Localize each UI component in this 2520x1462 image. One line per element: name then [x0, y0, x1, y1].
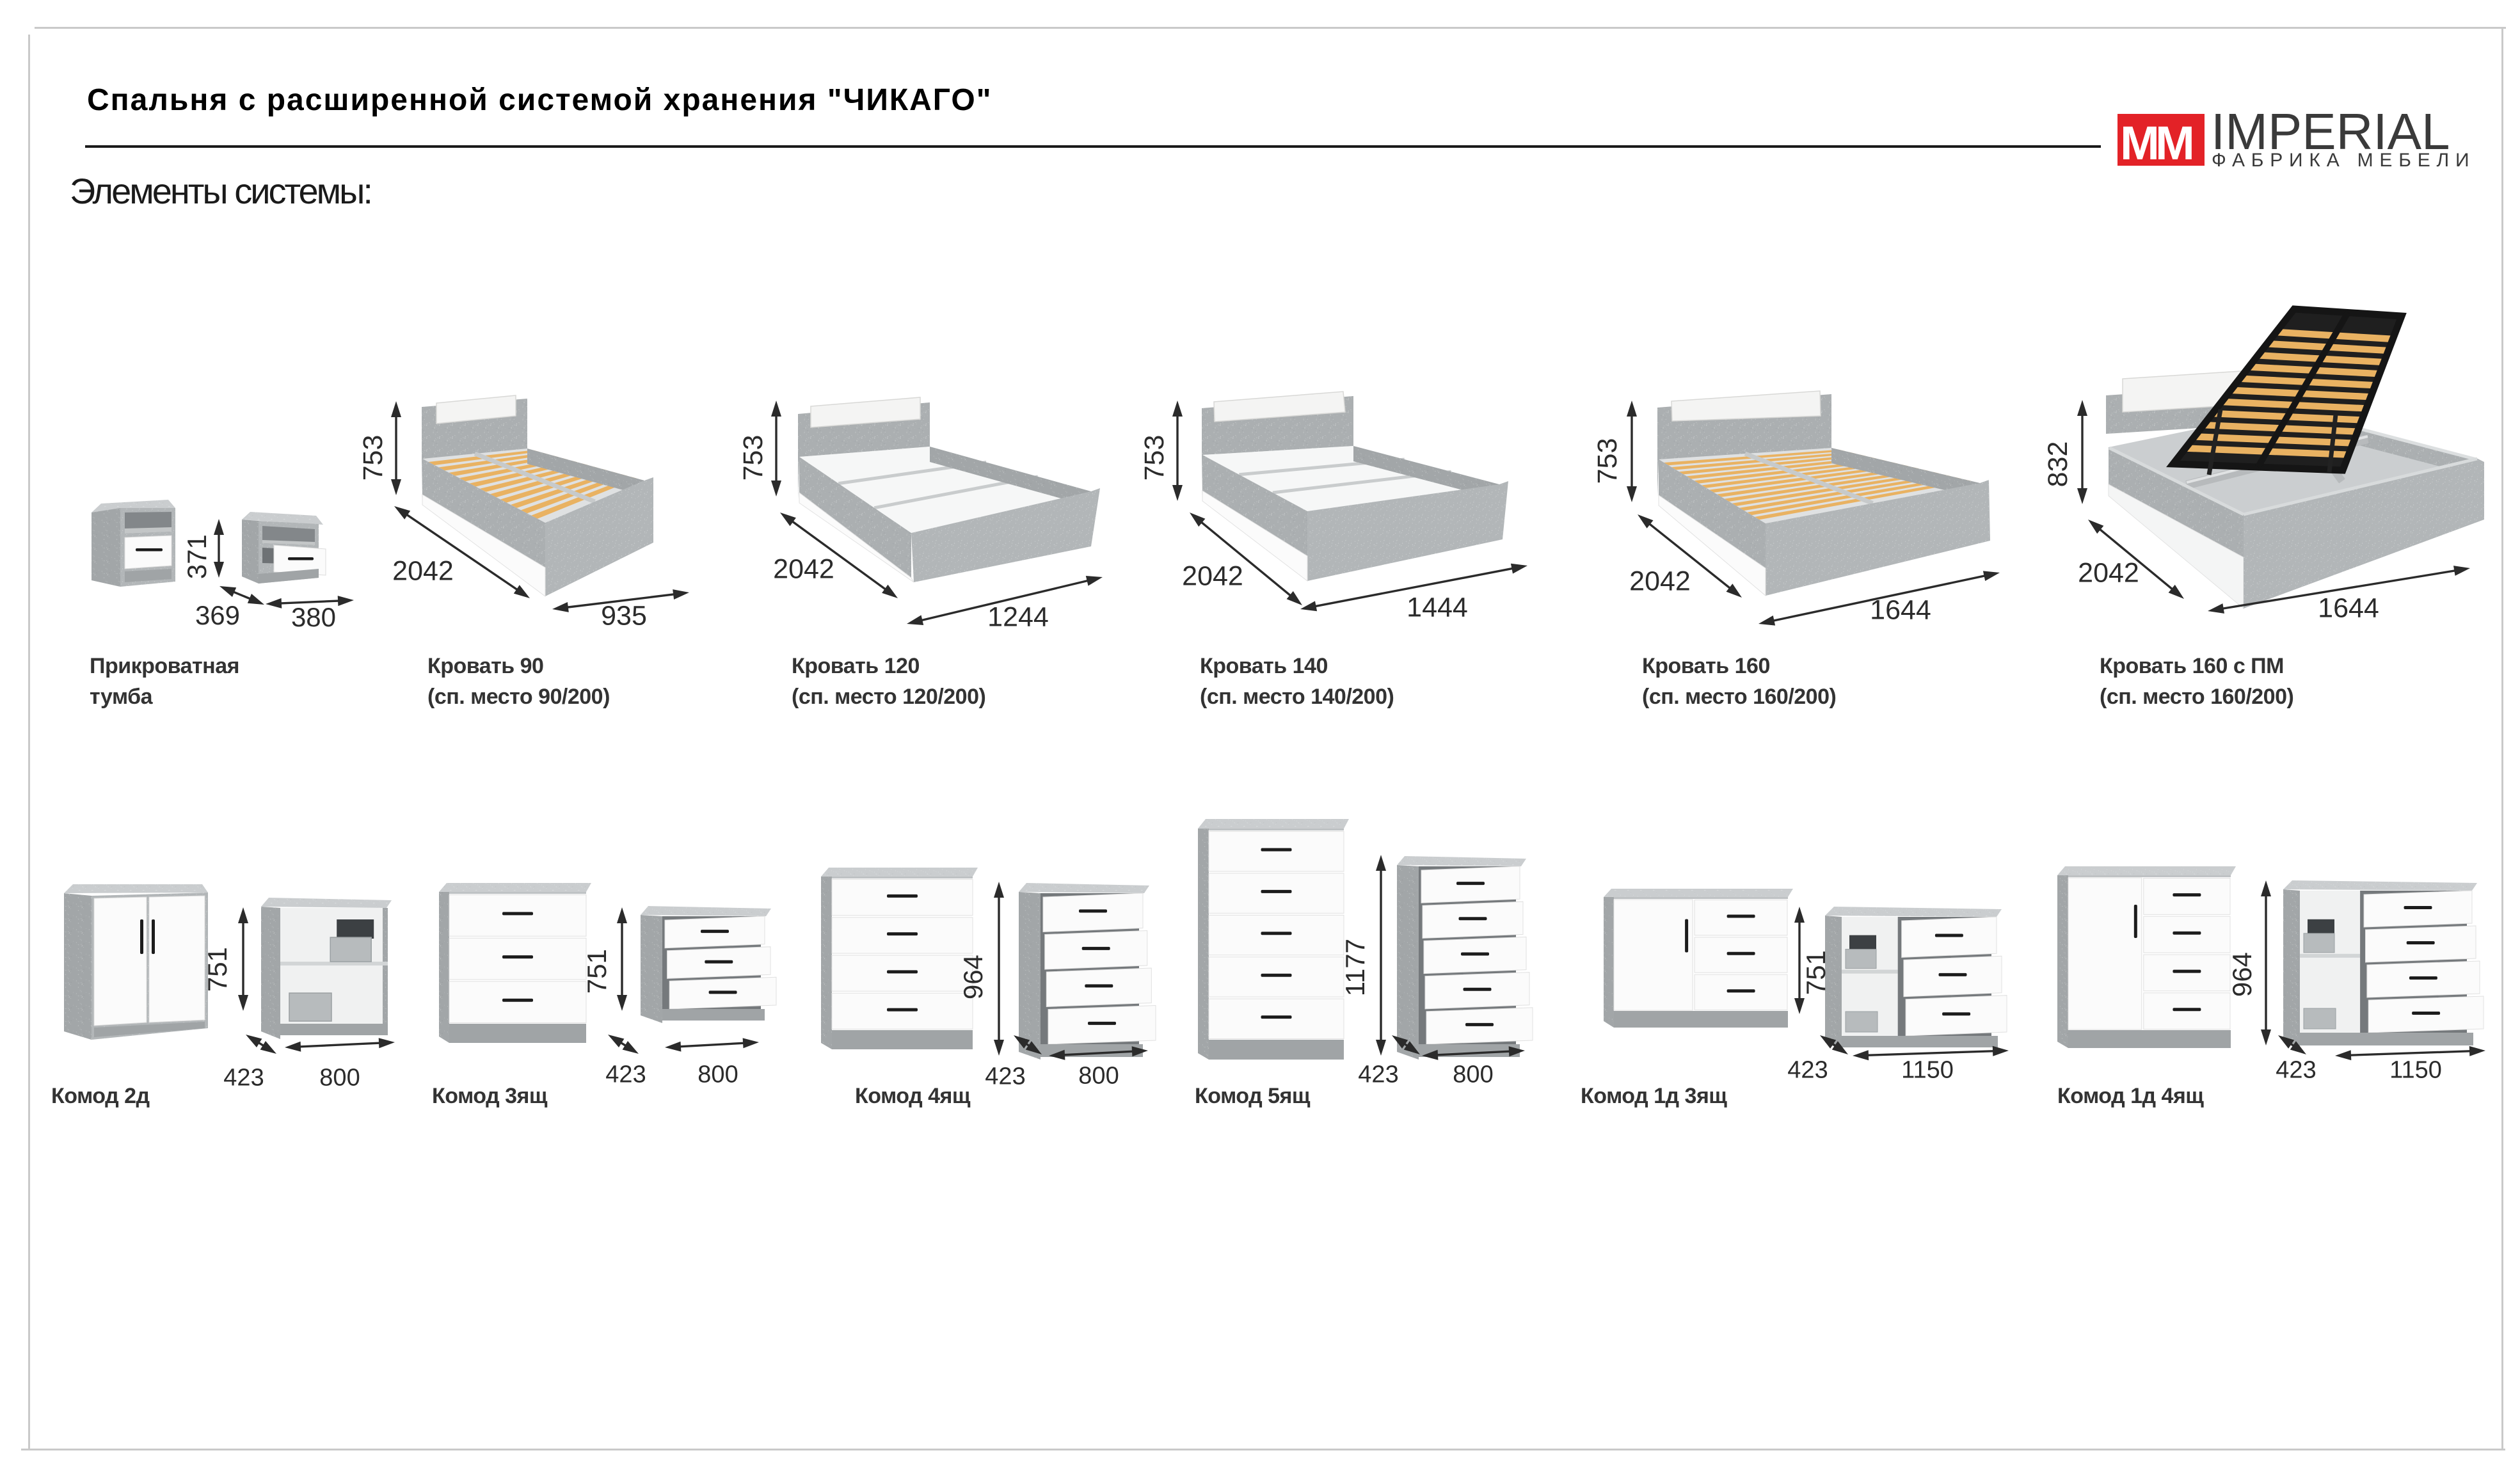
- svg-text:380: 380: [291, 602, 336, 632]
- svg-text:1150: 1150: [2389, 1057, 2442, 1084]
- svg-text:(сп. место 140/200): (сп. место 140/200): [1200, 685, 1394, 709]
- svg-text:832: 832: [2043, 441, 2073, 488]
- svg-text:M: M: [2120, 116, 2160, 170]
- svg-text:Спальня с расширенной системой: Спальня с расширенной системой хранения …: [87, 83, 992, 117]
- svg-text:935: 935: [601, 601, 647, 632]
- svg-text:423: 423: [985, 1063, 1025, 1090]
- svg-text:371: 371: [182, 534, 212, 579]
- svg-text:Кровать 140: Кровать 140: [1200, 654, 1328, 678]
- svg-text:(сп. место 120/200): (сп. место 120/200): [792, 685, 985, 709]
- svg-text:423: 423: [1787, 1057, 1828, 1084]
- svg-text:423: 423: [2276, 1057, 2316, 1084]
- svg-text:Кровать 160: Кровать 160: [1642, 654, 1770, 678]
- svg-text:Комод 3ящ: Комод 3ящ: [432, 1084, 548, 1108]
- svg-text:753: 753: [1139, 435, 1170, 481]
- svg-text:751: 751: [202, 947, 232, 992]
- svg-text:423: 423: [1358, 1061, 1398, 1088]
- svg-text:M: M: [2155, 116, 2195, 170]
- svg-text:1444: 1444: [1407, 592, 1468, 623]
- svg-text:Комод 4ящ: Комод 4ящ: [855, 1084, 971, 1108]
- svg-text:Элементы системы:: Элементы системы:: [70, 171, 371, 211]
- svg-text:751: 751: [582, 949, 612, 994]
- svg-text:1150: 1150: [1901, 1057, 1954, 1084]
- svg-text:IMPERIAL: IMPERIAL: [2211, 103, 2450, 160]
- svg-text:2042: 2042: [773, 554, 834, 585]
- svg-text:964: 964: [958, 955, 988, 999]
- svg-text:2042: 2042: [1629, 566, 1691, 597]
- svg-text:1644: 1644: [2318, 593, 2379, 624]
- svg-text:800: 800: [1078, 1063, 1119, 1090]
- svg-text:800: 800: [698, 1061, 738, 1088]
- svg-text:1177: 1177: [1340, 939, 1370, 996]
- svg-text:1244: 1244: [987, 602, 1049, 633]
- svg-text:ФАБРИКА МЕБЕЛИ: ФАБРИКА МЕБЕЛИ: [2212, 150, 2475, 171]
- svg-text:800: 800: [1453, 1061, 1493, 1088]
- svg-text:753: 753: [358, 435, 388, 481]
- svg-text:Комод 5ящ: Комод 5ящ: [1195, 1084, 1311, 1108]
- svg-text:(сп. место 160/200): (сп. место 160/200): [1642, 685, 1836, 709]
- svg-text:тумба: тумба: [90, 685, 154, 709]
- svg-text:753: 753: [1592, 438, 1623, 484]
- svg-text:2042: 2042: [392, 556, 454, 587]
- svg-text:Кровать 90: Кровать 90: [427, 654, 543, 678]
- svg-text:2042: 2042: [1182, 561, 1243, 592]
- svg-text:Кровать 160 с ПМ: Кровать 160 с ПМ: [2100, 654, 2284, 678]
- svg-text:800: 800: [319, 1065, 360, 1092]
- svg-text:964: 964: [2227, 952, 2257, 997]
- svg-text:(сп. место 160/200): (сп. место 160/200): [2100, 685, 2293, 709]
- svg-text:751: 751: [1801, 950, 1831, 995]
- svg-text:Кровать 120: Кровать 120: [792, 654, 920, 678]
- svg-text:753: 753: [738, 435, 769, 481]
- svg-text:(сп. место 90/200): (сп. место 90/200): [427, 685, 610, 709]
- svg-text:423: 423: [223, 1065, 264, 1092]
- svg-text:2042: 2042: [2078, 558, 2139, 589]
- svg-text:423: 423: [605, 1061, 646, 1088]
- svg-text:1644: 1644: [1870, 595, 1931, 626]
- svg-text:Комод 1д 4ящ: Комод 1д 4ящ: [2057, 1084, 2204, 1108]
- svg-text:369: 369: [195, 600, 240, 630]
- svg-text:Прикроватная: Прикроватная: [90, 654, 239, 678]
- svg-text:Комод 1д 3ящ: Комод 1д 3ящ: [1581, 1084, 1727, 1108]
- svg-text:Комод 2д: Комод 2д: [51, 1084, 150, 1108]
